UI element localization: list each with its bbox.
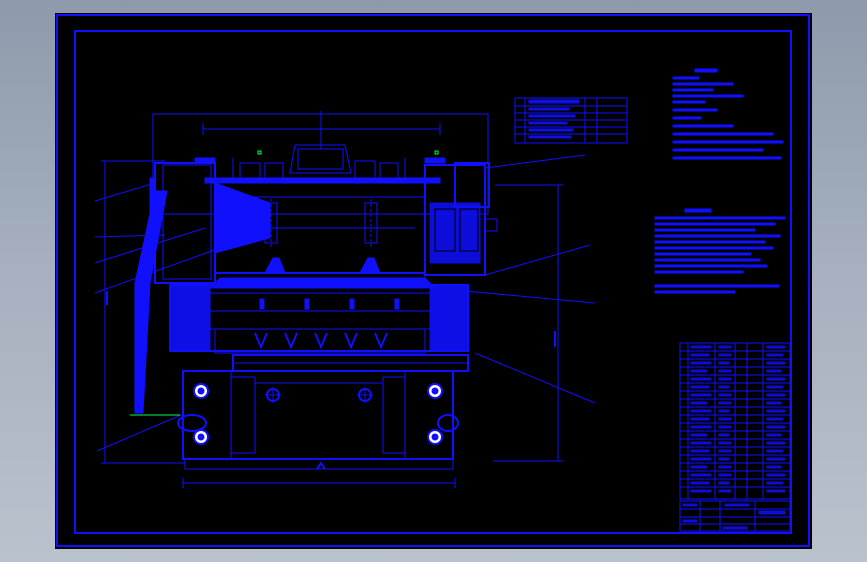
slide-ram [208,277,437,289]
leader-lines [94,150,596,452]
press-machine-drawing [94,111,596,488]
cad-drawing-canvas [56,14,810,547]
technical-parameters-notes [672,68,784,160]
machine-base [182,370,454,460]
crown-beam [204,177,441,184]
bill-of-materials-table [679,342,791,500]
die-row [214,328,426,354]
left-gear-cone [214,182,271,254]
part-list-table [514,97,628,144]
base-bolt-holes [193,383,443,445]
sheet-outer-border [56,14,810,547]
left-side-frame [134,190,168,414]
sheet-inner-border [74,30,792,534]
technical-requirements-notes [654,208,786,294]
cad-drawing-viewport[interactable] [55,13,812,549]
crown-hump [289,144,352,174]
title-block [679,500,791,532]
